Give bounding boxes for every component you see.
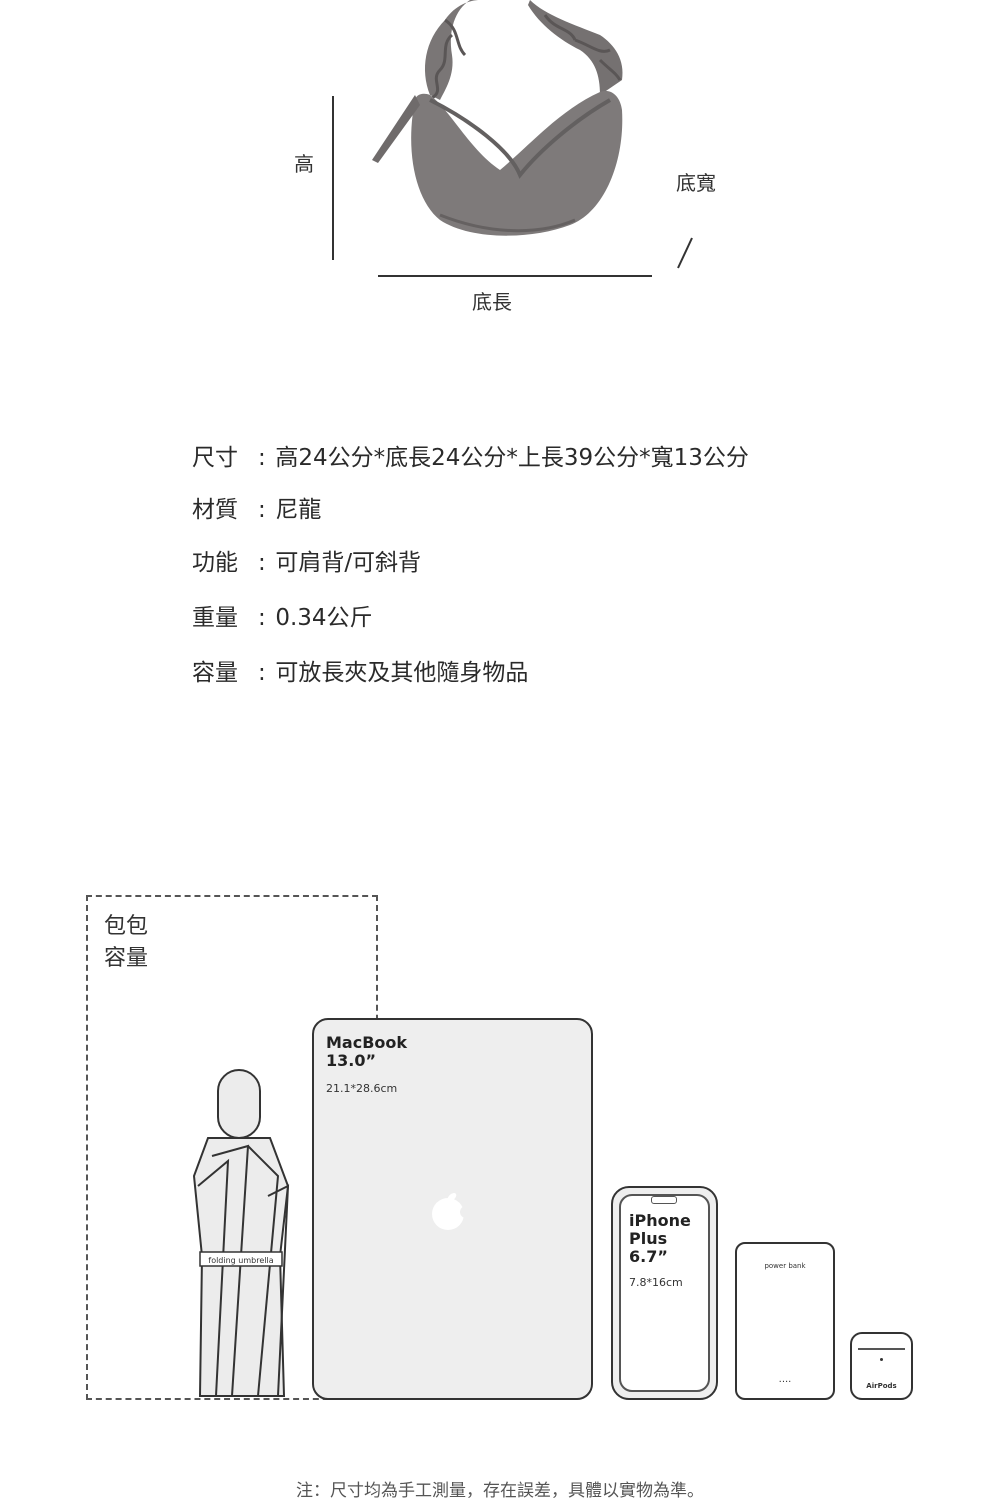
spec-value: 尼龍: [275, 497, 322, 523]
bag-strap: [425, 0, 480, 100]
macbook-outline: MacBook 13.0” 21.1*28.6cm: [312, 1018, 593, 1400]
power-bank-outline: power bank ....: [735, 1242, 835, 1400]
spec-value: 可肩背/可斜背: [275, 550, 422, 576]
spec-row-material: 材質: 尼龍: [192, 490, 321, 524]
bag-diagram: 高 底寬 底長: [0, 0, 1000, 330]
spec-value: 可放長夾及其他隨身物品: [275, 660, 529, 686]
umbrella-icon: folding umbrella: [192, 1069, 290, 1397]
airpods-label: AirPods: [866, 1382, 897, 1390]
footnote: 注：尺寸均為手工測量，存在誤差，具體以實物為準。: [296, 1481, 704, 1501]
airpods-led: [880, 1358, 883, 1361]
capacity-box-label: 包包 容量: [104, 914, 149, 971]
bag-strap-right: [528, 0, 623, 95]
bag-illustration: [372, 0, 623, 236]
apple-logo-icon: [432, 1193, 472, 1230]
iphone-title: iPhone Plus 6.7”: [629, 1211, 691, 1266]
length-label: 底長: [472, 290, 512, 314]
airpods-outline: AirPods: [850, 1332, 913, 1400]
bag-zipper-pull: [372, 95, 420, 163]
spec-key: 容量: [192, 660, 238, 686]
iphone-notch: [651, 1196, 677, 1204]
length-line: [378, 275, 652, 277]
iphone-outline: iPhone Plus 6.7” 7.8*16cm: [611, 1186, 718, 1400]
spec-value: 高24公分*底長24公分*上長39公分*寬13公分: [275, 445, 749, 471]
spec-row-weight: 重量: 0.34公斤: [192, 598, 373, 632]
macbook-size: 21.1*28.6cm: [326, 1082, 398, 1095]
umbrella-label: folding umbrella: [208, 1256, 273, 1265]
height-line: [332, 96, 334, 260]
width-label: 底寬: [676, 171, 716, 195]
spec-key: 功能: [192, 550, 238, 576]
power-bank-label: power bank: [764, 1262, 806, 1270]
width-line: [677, 237, 693, 269]
spec-value: 0.34公斤: [275, 605, 373, 631]
iphone-screen: [619, 1194, 710, 1392]
iphone-size: 7.8*16cm: [629, 1276, 683, 1289]
height-label: 高: [294, 152, 314, 176]
macbook-title: MacBook 13.0”: [326, 1033, 408, 1070]
spec-key: 尺寸: [192, 445, 238, 471]
spec-row-function: 功能: 可肩背/可斜背: [192, 543, 421, 577]
spec-key: 材質: [192, 497, 238, 523]
spec-row-size: 尺寸: 高24公分*底長24公分*上長39公分*寬13公分: [192, 438, 749, 472]
spec-row-capacity: 容量: 可放長夾及其他隨身物品: [192, 653, 528, 687]
airpods-lid-line: [858, 1348, 905, 1350]
power-bank-dots: ....: [778, 1374, 792, 1385]
spec-key: 重量: [192, 605, 238, 631]
